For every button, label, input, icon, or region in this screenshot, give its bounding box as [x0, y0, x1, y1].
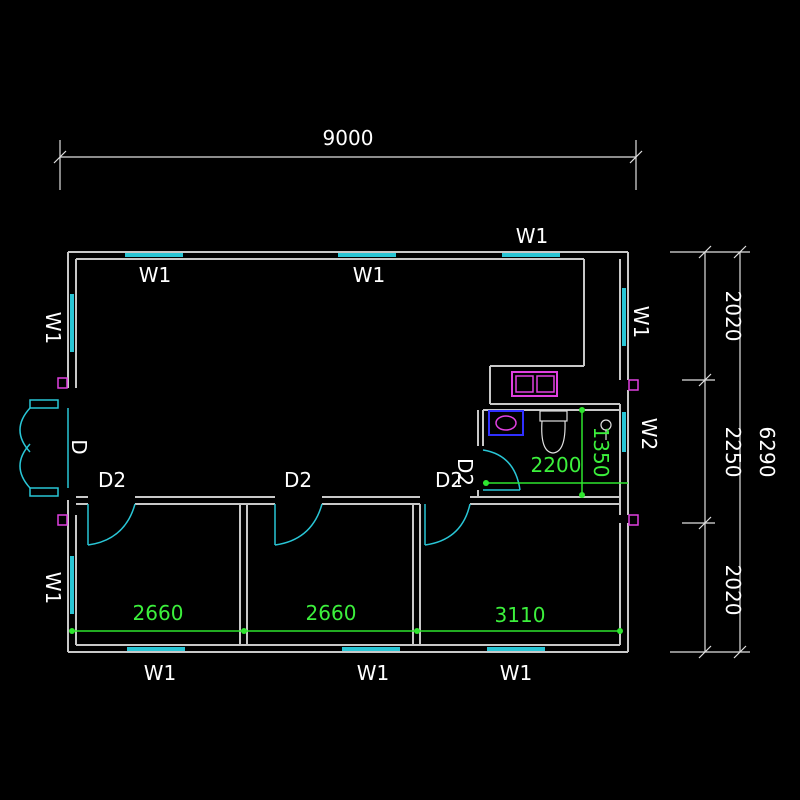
columns — [57, 377, 639, 526]
washbasin-icon — [488, 410, 524, 436]
room-width-3-label: 3110 — [495, 603, 546, 627]
bath-width-label: 2200 — [531, 453, 582, 477]
outer-walls — [67, 251, 629, 653]
interior-dimensions: 2660 2660 3110 2200 1350 — [69, 407, 628, 634]
window-label-left-top: W1 — [41, 312, 65, 345]
bathroom-fixtures — [488, 371, 612, 454]
overall-height-label: 6290 — [755, 427, 779, 478]
door-label-room-1: D2 — [98, 468, 126, 492]
window-label-left-bottom: W1 — [41, 572, 65, 605]
doors — [19, 399, 521, 546]
door-label-room-2: D2 — [284, 468, 312, 492]
window-label-top-2: W1 — [353, 263, 386, 287]
window-label-bottom-3: W1 — [500, 661, 533, 685]
labels: W1 W1 W1 W1 W1 W1 W2 W1 W1 W1 D D2 D2 D2… — [41, 224, 661, 685]
right-segment-bottom-label: 2020 — [721, 565, 745, 616]
window-label-right-bath: W2 — [637, 418, 661, 451]
right-segment-top-label: 2020 — [721, 291, 745, 342]
right-dimension-chain: 2020 2250 2020 6290 — [670, 245, 779, 659]
door-label-bath: D2 — [453, 458, 477, 486]
window-label-right-top: W1 — [629, 306, 653, 339]
window-label-bottom-1: W1 — [144, 661, 177, 685]
bath-depth-label: 1350 — [589, 427, 613, 478]
kitchen-sink-icon — [511, 371, 558, 397]
shower-icon — [600, 419, 612, 440]
overall-width-dimension: 9000 — [53, 126, 643, 190]
room-width-2-label: 2660 — [306, 601, 357, 625]
window-label-bottom-2: W1 — [357, 661, 390, 685]
interior-walls — [76, 409, 620, 645]
window-label-top-1: W1 — [139, 263, 172, 287]
room-width-1-label: 2660 — [133, 601, 184, 625]
windows — [70, 253, 626, 651]
toilet-icon — [539, 410, 568, 454]
door-label-room-3: D2 — [435, 468, 463, 492]
window-label-top-3: W1 — [516, 224, 549, 248]
right-segment-middle-label: 2250 — [721, 427, 745, 478]
door-label-main: D — [67, 439, 91, 454]
overall-width-label: 9000 — [323, 126, 374, 150]
